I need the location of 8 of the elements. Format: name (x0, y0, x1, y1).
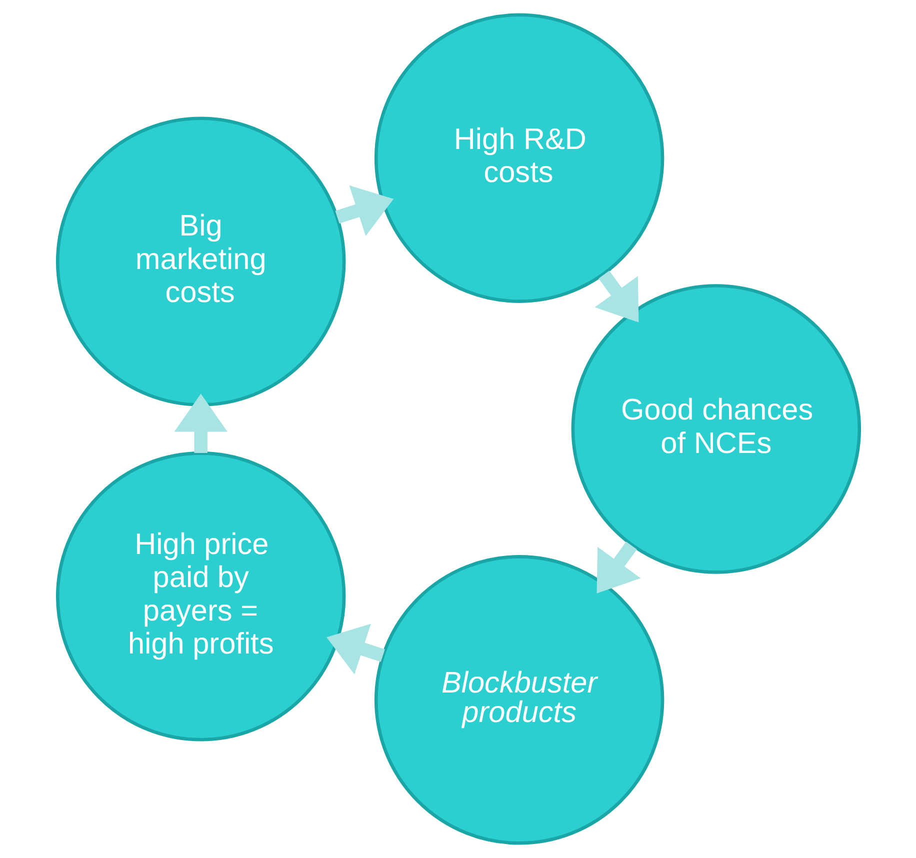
arrow (596, 542, 640, 594)
node-circle: Big marketing costs (55, 116, 346, 406)
arrow (174, 394, 227, 453)
node-circle: High price paid by payers = high profits (55, 452, 346, 742)
arrow (334, 185, 394, 236)
arrow (594, 270, 638, 322)
node-circle: Blockbuster products (374, 555, 664, 845)
arrow (326, 624, 384, 674)
